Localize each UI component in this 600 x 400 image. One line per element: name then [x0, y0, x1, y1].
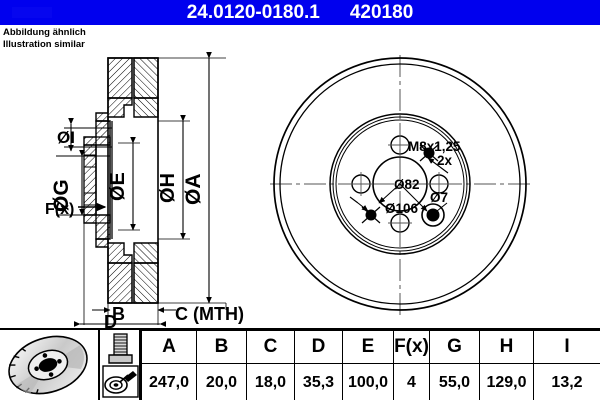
- label-diam-H: ØH: [157, 173, 179, 203]
- brand-watermark: [12, 7, 52, 18]
- dimension-diam-H: ØH: [157, 114, 190, 240]
- col-header-i: I: [533, 330, 600, 364]
- dimension-diam-I: ØI: [57, 117, 112, 152]
- drawing-canvas: ØI ØG F(x) ØE: [0, 25, 600, 328]
- label-bolt-circle: Ø106: [385, 201, 419, 216]
- brake-disc-3d-icon: [0, 330, 100, 400]
- value-g: 55,0: [429, 363, 480, 400]
- face-view-geometry: [270, 55, 533, 315]
- torque-wrench-disc-icon: [102, 365, 139, 398]
- dimension-diam-E: ØE: [107, 136, 140, 231]
- table-value-row: 247,0 20,0 18,0 35,3 100,0 4 55,0 129,0 …: [141, 363, 600, 400]
- col-header-h: H: [479, 330, 534, 364]
- label-dim-B: B: [112, 304, 125, 324]
- bolt-icon: [108, 333, 133, 364]
- value-e: 100,0: [342, 363, 394, 400]
- illustration-note: Abbildung ähnlich Illustration similar: [3, 27, 86, 50]
- col-header-g: G: [429, 330, 480, 364]
- part-number: 24.0120-0180.1: [186, 2, 320, 23]
- label-force-fx: F(x): [45, 201, 74, 218]
- dimension-diam-G: ØG: [50, 149, 110, 216]
- value-d: 35,3: [294, 363, 343, 400]
- label-bolt-hole: Ø7: [430, 190, 448, 205]
- label-thread-count: 2x: [437, 153, 453, 168]
- note-line-en: Illustration similar: [3, 38, 85, 50]
- col-header-c: C: [246, 330, 295, 364]
- label-center-bore: Ø82: [394, 177, 420, 192]
- thread-hole-lower: [361, 206, 381, 224]
- fastener-icon-group: [100, 330, 141, 400]
- label-thread-spec: M8x1,25: [408, 139, 461, 154]
- value-i: 13,2: [533, 363, 600, 400]
- col-header-a: A: [141, 330, 197, 364]
- specification-table: A B C D E F(x) G H I 247,0 20,0 18,0 35,…: [141, 330, 600, 400]
- dimension-bottom-group: B C (MTH) D: [73, 223, 244, 328]
- value-fx: 4: [393, 363, 430, 400]
- value-h: 129,0: [479, 363, 534, 400]
- hole-diam-7: [421, 203, 445, 227]
- label-diam-E: ØE: [107, 172, 129, 201]
- thread-hole-upper: [419, 144, 439, 162]
- label-diam-A: ØA: [182, 174, 205, 206]
- note-line-de: Abbildung ähnlich: [3, 27, 86, 38]
- table-header-row: A B C D E F(x) G H I: [141, 330, 600, 364]
- col-header-fx: F(x): [393, 330, 430, 364]
- label-dim-D: D: [104, 312, 117, 328]
- article-number: 420180: [349, 2, 414, 23]
- specification-panel: A B C D E F(x) G H I 247,0 20,0 18,0 35,…: [0, 328, 600, 400]
- header-bar: 24.0120-0180.1 420180: [0, 0, 600, 25]
- col-header-b: B: [196, 330, 247, 364]
- label-diam-G: ØG: [50, 179, 73, 212]
- col-header-e: E: [342, 330, 394, 364]
- value-c: 18,0: [246, 363, 295, 400]
- label-dim-C: C (MTH): [175, 304, 244, 324]
- value-b: 20,0: [196, 363, 247, 400]
- annotation-force-fx: F(x): [45, 201, 107, 218]
- cross-section-geometry: [83, 57, 159, 304]
- label-diam-I: ØI: [57, 128, 75, 147]
- value-a: 247,0: [141, 363, 197, 400]
- dimension-diam-A: ØA: [158, 51, 226, 304]
- col-header-d: D: [294, 330, 343, 364]
